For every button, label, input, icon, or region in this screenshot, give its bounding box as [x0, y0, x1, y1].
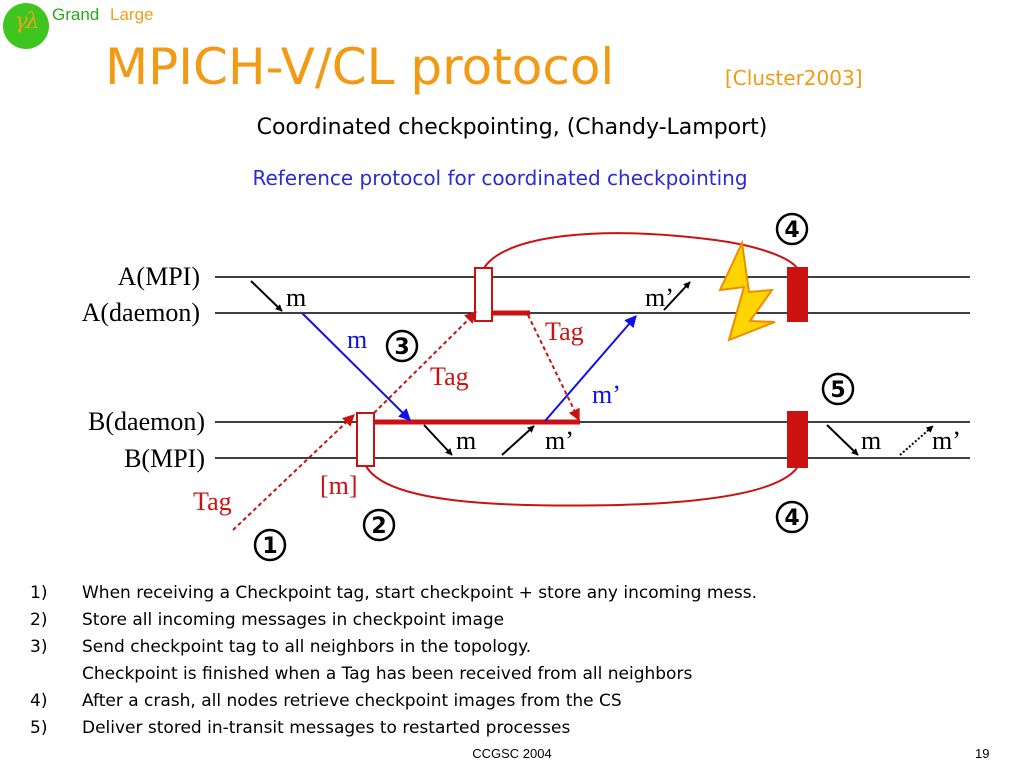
- resend-arrow-b-mprime: [899, 425, 934, 456]
- restart-link-top: [483, 232, 798, 269]
- label-stored-m: [m]: [320, 471, 358, 500]
- lane-label-b-mpi: B(MPI): [124, 444, 205, 473]
- step-number: 4): [30, 691, 48, 711]
- lane-label-b-daemon: B(daemon): [88, 407, 205, 436]
- step-text: Store all incoming messages in checkpoin…: [82, 610, 505, 630]
- circled-number-icon: [362, 508, 396, 542]
- circled-number-icon: [821, 372, 855, 406]
- slide-subtitle: Coordinated checkpointing, (Chandy-Lampo…: [256, 115, 768, 140]
- checkpoint-box-b: [356, 412, 375, 467]
- message-arrow-mprime-blue: [544, 315, 637, 422]
- step-text: Deliver stored in-transit messages to re…: [82, 718, 571, 738]
- logo-word-grand: Grand: [52, 5, 100, 24]
- list-item: 1) When receiving a Checkpoint tag, start…: [30, 580, 757, 607]
- tag-arrow-2: [373, 311, 477, 414]
- checkpoint-box-a: [474, 267, 493, 322]
- process-timelines: [215, 276, 970, 459]
- circled-number-icon: [775, 500, 809, 534]
- title-reference: [Cluster2003]: [725, 66, 863, 90]
- redelivery-arrow-b-m: [826, 424, 859, 456]
- circled-number-icon: [775, 212, 809, 246]
- label-mprime-b1: m’: [545, 426, 574, 455]
- list-item: Checkpoint is finished when a Tag has be…: [30, 661, 757, 688]
- step-number: 5): [30, 718, 48, 738]
- restart-bar-b: [787, 411, 808, 468]
- step-text: When receiving a Checkpoint tag, start c…: [82, 583, 758, 603]
- tag-arrow-3: [527, 314, 580, 422]
- restart-link-bottom: [365, 465, 798, 507]
- page-number: 19: [975, 746, 990, 761]
- label-m-b2: m: [861, 426, 881, 455]
- step-number: 3): [30, 637, 48, 657]
- label-m-b1: m: [456, 426, 476, 455]
- message-arrow-m-blue: [301, 312, 411, 421]
- protocol-steps-list: 1) When receiving a Checkpoint tag, start…: [30, 580, 757, 742]
- send-arrow-b-mprime: [501, 425, 535, 456]
- list-item: 2) Store all incoming messages in checkpo…: [30, 607, 757, 634]
- circled-number-1: 1: [262, 534, 277, 559]
- delivery-arrow-b-m: [423, 424, 453, 456]
- circled-number-4-bottom: 4: [784, 506, 799, 531]
- label-m-a: m: [286, 283, 306, 312]
- lane-label-a-daemon: A(daemon): [82, 298, 200, 327]
- protocol-timeline-diagram: A(MPI) A(daemon) B(daemon) B(MPI) m m m’…: [82, 212, 970, 562]
- step-number: 2): [30, 610, 48, 630]
- step-number: 1): [30, 583, 48, 603]
- list-item: 3) Send checkpoint tag to all neighbors i…: [30, 634, 757, 661]
- slide-title: MPICH-V/CL protocol: [105, 38, 615, 96]
- label-mprime-b2: m’: [932, 426, 961, 455]
- circled-number-5: 5: [830, 378, 845, 403]
- label-mprime-blue: m’: [592, 380, 621, 409]
- send-arrow-a-mprime: [663, 281, 691, 311]
- slide-subtitle-secondary: Reference protocol for coordinated check…: [252, 166, 748, 190]
- step-text: After a crash, all nodes retrieve checkp…: [82, 691, 622, 711]
- circled-number-icon: [385, 329, 419, 363]
- label-tag-3: Tag: [545, 317, 584, 346]
- list-item: 4) After a crash, all nodes retrieve chec…: [30, 688, 757, 715]
- logo-glyph: γλ: [14, 9, 39, 34]
- step-text: Checkpoint is finished when a Tag has be…: [82, 664, 693, 684]
- label-m-blue: m: [347, 325, 367, 354]
- footer-center: CCGSC 2004: [472, 746, 552, 761]
- label-tag-1: Tag: [193, 487, 232, 516]
- restart-bar-a: [787, 267, 808, 322]
- circled-number-icon: [253, 528, 287, 562]
- logo-word-large: Large: [110, 5, 154, 24]
- grand-large-logo: [3, 3, 49, 49]
- circled-number-3: 3: [394, 335, 409, 360]
- list-item: 5) Deliver stored in-transit messages to …: [30, 715, 757, 742]
- delivery-arrow-a-m: [250, 280, 283, 312]
- circled-number-4-top: 4: [784, 218, 799, 243]
- step-text: Send checkpoint tag to all neighbors in …: [82, 637, 532, 657]
- lightning-crash-icon: [718, 239, 776, 342]
- lane-label-a-mpi: A(MPI): [118, 262, 200, 291]
- label-mprime-a: m’: [645, 283, 674, 312]
- label-tag-2: Tag: [430, 362, 469, 391]
- circled-number-2: 2: [371, 514, 386, 539]
